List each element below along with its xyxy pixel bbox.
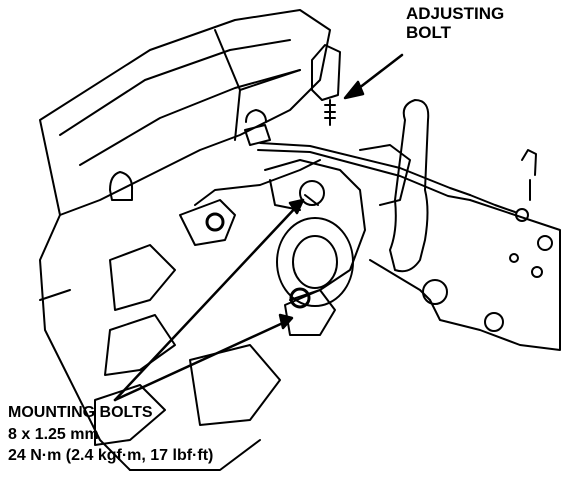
adjusting-bracket: [244, 124, 529, 222]
engine-block: [39, 9, 331, 471]
callout-pointers: [113, 53, 404, 402]
mounting-bolts-callout: MOUNTING BOLTS 8 x 1.25 mm 24 N·m (2.4 k…: [8, 404, 213, 469]
mounting-bolts-size: 8 x 1.25 mm: [8, 425, 99, 443]
adjusting-bolt-callout: ADJUSTING BOLT: [406, 4, 505, 42]
mounting-bracket-plate: [429, 199, 561, 351]
coolant-hose: [359, 99, 448, 305]
mounting-bolts-torque: 24 N·m (2.4 kgf·m, 17 lbf·ft): [8, 447, 214, 465]
adjusting-bolt-part: [311, 44, 537, 201]
adjusting-bolt-line1: ADJUSTING: [406, 4, 505, 23]
mounting-bolts-title: MOUNTING BOLTS: [8, 404, 153, 421]
adjusting-bolt-line2: BOLT: [406, 22, 452, 42]
alternator: [179, 159, 366, 336]
engine-studs: [109, 109, 267, 201]
